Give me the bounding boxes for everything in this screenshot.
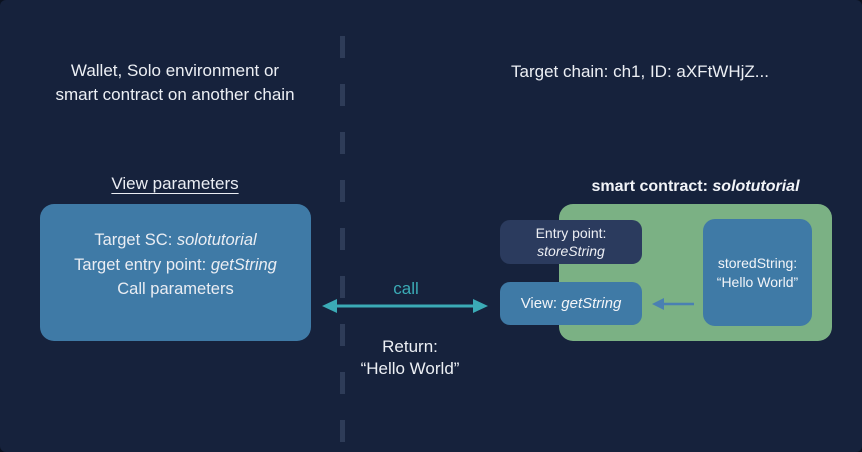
left-environment-title: Wallet, Solo environment or smart contra… (20, 59, 330, 107)
target-chain-title: Target chain: ch1, ID: aXFtWHjZ... (511, 62, 769, 81)
view-parameters-heading: View parameters (111, 174, 239, 193)
stored-string-line2: “Hello World” (716, 273, 799, 290)
view-getstring-box: View: getString (500, 282, 642, 325)
entry-point-line2: storeString (537, 243, 605, 259)
stored-string-line1: storedString: (717, 254, 798, 271)
call-parameters-line: Call parameters (117, 280, 234, 298)
left-environment-title-line1: Wallet, Solo environment or (70, 61, 280, 80)
entry-point-box: Entry point: storeString (500, 220, 642, 264)
stored-string-box: storedString: “Hello World” (703, 219, 812, 326)
return-value-label: Return: “Hello World” (330, 336, 490, 380)
view-getstring-label: View: getString (520, 295, 622, 312)
return-label-line1: Return: (382, 337, 438, 356)
target-entry-point-line: Target entry point: getString (74, 255, 277, 274)
call-double-arrow-icon (322, 299, 488, 313)
call-label: call (393, 279, 419, 298)
left-environment-title-line2: smart contract on another chain (55, 85, 295, 104)
stored-to-view-arrow-icon (652, 298, 694, 310)
entry-point-line1: Entry point: (535, 225, 607, 241)
smart-contract-heading: smart contract: solotutorial (591, 178, 800, 195)
return-label-line2: “Hello World” (360, 359, 460, 378)
chain-boundary-dashed-line (340, 36, 345, 446)
target-sc-line: Target SC: solotutorial (94, 231, 257, 249)
view-parameters-box: Target SC: solotutorial Target entry poi… (40, 204, 311, 341)
